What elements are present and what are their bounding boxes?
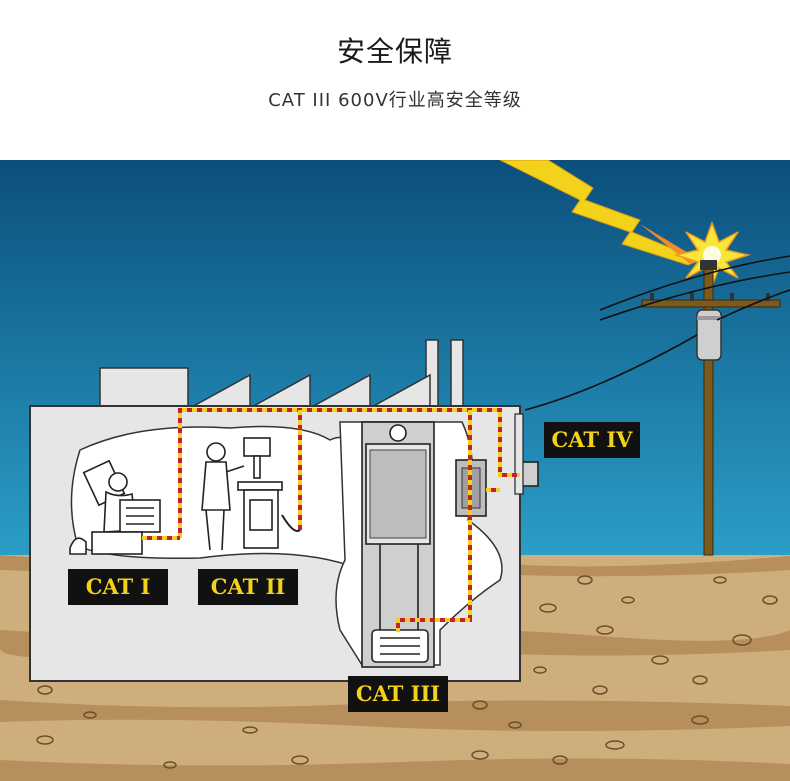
header: 安全保障 CAT III 600V行业高安全等级 <box>0 0 790 160</box>
motor-icon <box>371 629 429 663</box>
diagram-svg: CAT I CAT II CAT III CAT IV <box>0 160 790 781</box>
transformer-icon <box>696 309 722 361</box>
drill-press-worker-icon <box>201 437 283 551</box>
wiring-path <box>142 408 520 632</box>
cat3-label-text: CAT III <box>356 681 440 706</box>
computer-worker-icon <box>69 459 161 555</box>
service-meter-icon <box>514 413 539 495</box>
power-lines <box>524 255 790 411</box>
cat4-label: CAT IV <box>544 422 640 458</box>
cat1-label-text: CAT I <box>86 574 151 599</box>
cat1-label: CAT I <box>68 569 168 605</box>
cat2-label: CAT II <box>198 569 298 605</box>
installation-category-diagram: CAT I CAT II CAT III CAT IV <box>0 160 790 781</box>
cat4-label-text: CAT IV <box>552 427 634 452</box>
elevator-shaft <box>361 421 435 668</box>
factory-roof <box>99 339 464 411</box>
page-title: 安全保障 <box>336 35 453 68</box>
page-subtitle: CAT III 600V行业高安全等级 <box>268 90 522 111</box>
cat3-label: CAT III <box>348 676 448 712</box>
cat2-label-text: CAT II <box>211 574 285 599</box>
utility-pole <box>641 260 781 556</box>
spark-icon <box>673 220 751 289</box>
